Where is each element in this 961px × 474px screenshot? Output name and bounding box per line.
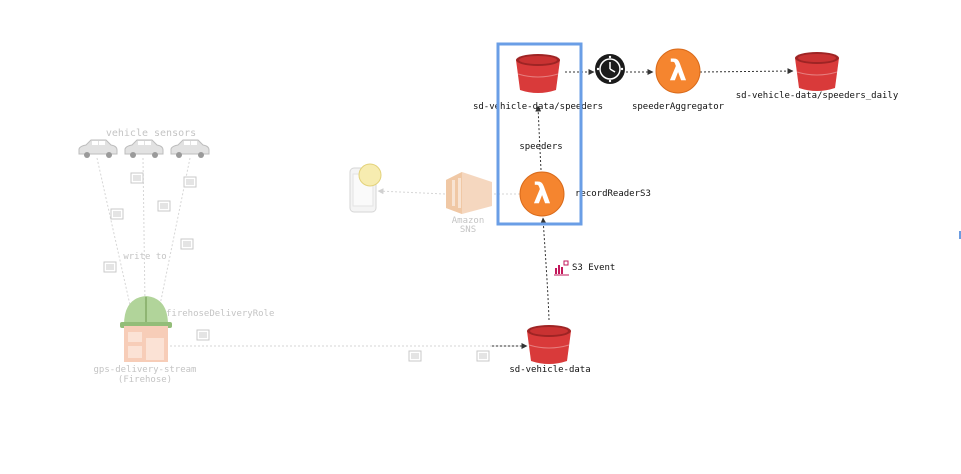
firehose-delivery-role-node[interactable]: firehoseDeliveryRole: [120, 296, 274, 328]
clock-icon: [595, 54, 625, 84]
phone-node[interactable]: [349, 163, 382, 213]
record-reader-lambda-node[interactable]: recordReaderS3: [519, 171, 651, 217]
sns-label-line2: SNS: [460, 225, 476, 235]
s3-event-label: S3 Event: [572, 263, 615, 273]
firehose-label-line2: (Firehose): [118, 375, 172, 385]
write-to-edge-label: write to: [123, 252, 166, 262]
speeders-bucket-node[interactable]: sd-vehicle-data/speeders: [473, 53, 603, 112]
speeder-aggregator-lambda-node[interactable]: speederAggregator: [632, 48, 725, 112]
active-edges: [492, 68, 794, 349]
speeders-edge-label: speeders: [519, 142, 562, 152]
scheduler-node[interactable]: [595, 54, 625, 84]
speeder-aggregator-label: speederAggregator: [632, 102, 725, 112]
speeders-daily-bucket-label: sd-vehicle-data/speeders_daily: [736, 91, 899, 101]
s3-event-icon: [554, 260, 569, 276]
car-icon: [78, 139, 210, 159]
speeders-bucket-label: sd-vehicle-data/speeders: [473, 102, 603, 112]
iam-role-helmet-icon: [120, 296, 172, 328]
s3-bucket-icon: [526, 324, 572, 365]
s3-bucket-icon: [515, 53, 561, 94]
firehose-delivery-role-label: firehoseDeliveryRole: [166, 309, 274, 319]
firehose-node[interactable]: gps-delivery-stream (Firehose): [94, 326, 197, 385]
sns-node[interactable]: Amazon SNS: [446, 172, 492, 235]
record-reader-label: recordReaderS3: [575, 189, 651, 199]
sns-icon: [446, 172, 492, 214]
vehicle-data-bucket-node[interactable]: sd-vehicle-data: [509, 324, 591, 375]
mobile-notification-icon: [349, 163, 382, 213]
vehicle-data-bucket-label: sd-vehicle-data: [509, 365, 590, 375]
speeders-daily-bucket-node[interactable]: sd-vehicle-data/speeders_daily: [736, 51, 899, 101]
firehose-icon: [124, 326, 168, 362]
vehicle-sensors-node[interactable]: vehicle sensors: [78, 128, 210, 159]
vehicle-sensors-label: vehicle sensors: [106, 128, 196, 139]
sns-label-line1: Amazon: [452, 216, 485, 226]
lambda-icon: [655, 48, 701, 94]
s3-bucket-icon: [794, 51, 840, 92]
selection-box: [496, 42, 583, 226]
firehose-label-line1: gps-delivery-stream: [94, 365, 197, 375]
s3-event-edge-label: S3 Event: [554, 260, 615, 276]
lambda-icon: [519, 171, 565, 217]
